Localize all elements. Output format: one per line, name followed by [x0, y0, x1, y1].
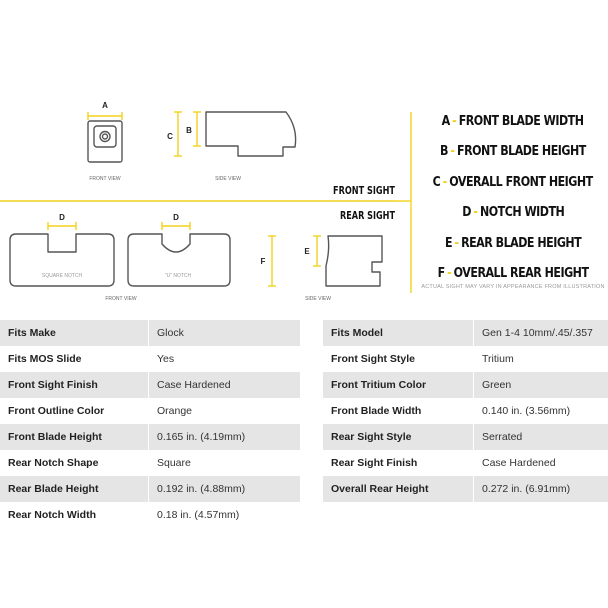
rear-front-view-caption: FRONT VIEW [105, 296, 137, 302]
u-notch-caption: "U" NOTCH [165, 273, 192, 279]
spec-value: 0.192 in. (4.88mm) [148, 476, 300, 502]
front-view-caption: FRONT VIEW [89, 176, 121, 182]
spec-value: 0.272 in. (6.91mm) [473, 476, 608, 502]
side-view-caption: SIDE VIEW [215, 176, 241, 182]
dim-label-d2: D [173, 213, 179, 222]
spec-value: Square [148, 450, 300, 476]
legend-separator: - [452, 113, 458, 129]
legend-item: E-REAR BLADE HEIGHT [444, 228, 582, 258]
spec-key: Fits MOS Slide [8, 353, 82, 365]
rear-sight-side-view-shape [325, 235, 383, 287]
square-notch-caption: SQUARE NOTCH [42, 273, 83, 279]
spec-key: Rear Sight Finish [331, 457, 418, 469]
spec-row: Front Outline Color Orange [0, 398, 300, 424]
spec-value: 0.165 in. (4.19mm) [148, 424, 300, 450]
legend-separator: - [473, 204, 478, 221]
legend-text: OVERALL REAR HEIGHT [453, 264, 589, 281]
spec-key: Front Tritium Color [323, 372, 474, 398]
spec-key: Front Outline Color [8, 405, 105, 417]
legend-text: FRONT BLADE HEIGHT [457, 143, 586, 160]
legend-separator: - [447, 264, 452, 281]
spec-value: Green [473, 372, 608, 398]
spec-row: Rear Notch Width 0.18 in. (4.57mm) [0, 502, 300, 528]
spec-key: Front Blade Width [331, 405, 422, 417]
dim-label-a: A [102, 101, 108, 110]
sight-dimension-diagram: A B C D D E F FRONT VIEW SIDE VIEW SQUAR… [0, 101, 412, 302]
legend-letter: F [437, 264, 446, 281]
spec-value: Tritium [473, 346, 608, 372]
spec-value: Yes [148, 346, 300, 372]
front-sight-front-view-shape [87, 120, 123, 163]
legend-item: B-FRONT BLADE HEIGHT [440, 136, 586, 166]
legend-text: OVERALL FRONT HEIGHT [449, 173, 594, 190]
rear-side-view-caption: SIDE VIEW [305, 296, 331, 302]
spec-row: Front Blade Width 0.140 in. (3.56mm) [323, 398, 608, 424]
spec-key: Rear Sight Style [323, 424, 474, 450]
legend-letter: D [461, 204, 471, 221]
legend-letter: A [442, 113, 451, 129]
rear-sight-square-notch-shape [9, 233, 115, 287]
rear-sight-heading: REAR SIGHT [340, 209, 395, 222]
legend-text: NOTCH WIDTH [479, 204, 565, 221]
legend-letter: E [444, 234, 453, 251]
dim-label-e: E [304, 247, 310, 256]
spec-value: Gen 1-4 10mm/.45/.357 [473, 320, 608, 346]
spec-value: Orange [148, 398, 300, 424]
spec-key: Front Blade Height [0, 424, 149, 450]
spec-value: Serrated [473, 424, 608, 450]
spec-key: Rear Blade Height [0, 476, 149, 502]
spec-key: Overall Rear Height [323, 476, 474, 502]
rear-sight-u-notch-shape [127, 233, 231, 287]
spec-row: Rear Sight Finish Case Hardened [323, 450, 608, 476]
spec-key: Front Sight Style [331, 353, 415, 365]
dim-label-f: F [261, 257, 266, 266]
spec-value: Case Hardened [473, 450, 608, 476]
legend-text: REAR BLADE HEIGHT [460, 234, 582, 251]
spec-row: Fits MOS Slide Yes [0, 346, 300, 372]
legend-item: C-OVERALL FRONT HEIGHT [432, 167, 594, 197]
spec-key: Rear Notch Width [8, 509, 96, 521]
legend-letter: B [440, 143, 449, 160]
legend-item: A-FRONT BLADE WIDTH [442, 106, 584, 136]
legend-separator: - [454, 234, 459, 251]
dim-label-c: C [167, 132, 173, 141]
spec-key: Fits Model [323, 320, 474, 346]
spec-value: 0.140 in. (3.56mm) [473, 398, 608, 424]
front-sight-heading: FRONT SIGHT [333, 184, 395, 197]
spec-value: 0.18 in. (4.57mm) [148, 502, 300, 528]
legend-separator: - [443, 173, 448, 190]
dim-label-d1: D [59, 213, 65, 222]
dim-label-b: B [186, 126, 192, 135]
front-sight-tritium-dot [99, 130, 111, 143]
legend-text: FRONT BLADE WIDTH [459, 113, 584, 129]
legend-letter: C [432, 173, 441, 190]
spec-value: Case Hardened [148, 372, 300, 398]
spec-value: Glock [148, 320, 300, 346]
disclaimer-note: ACTUAL SIGHT MAY VARY IN APPEARANCE FROM… [421, 284, 605, 290]
front-sight-tritium-housing [93, 125, 117, 148]
front-sight-side-view-shape [205, 111, 297, 157]
spec-key: Rear Notch Shape [8, 457, 99, 469]
spec-row: Front Sight Style Tritium [323, 346, 608, 372]
spec-row: Rear Notch Shape Square [0, 450, 300, 476]
legend-item: D-NOTCH WIDTH [461, 197, 565, 227]
spec-key: Fits Make [0, 320, 149, 346]
legend-separator: - [450, 143, 455, 160]
legend-item: F-OVERALL REAR HEIGHT [438, 258, 589, 288]
spec-key: Front Sight Finish [0, 372, 149, 398]
